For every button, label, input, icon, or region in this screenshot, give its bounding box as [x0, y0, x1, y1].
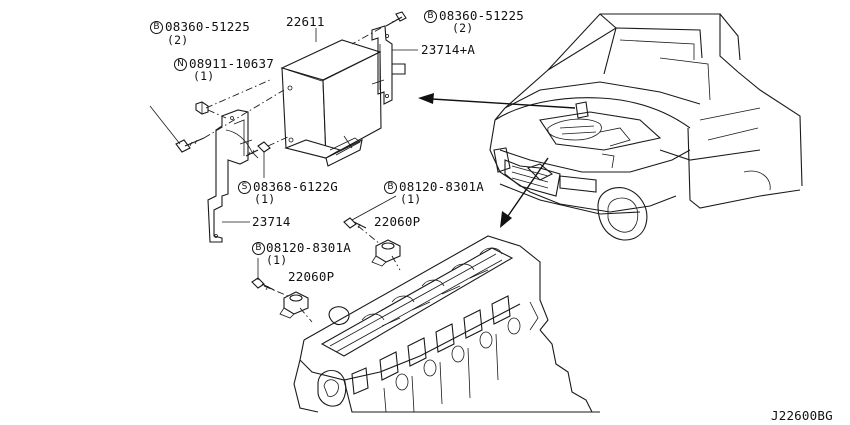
part-number-label: 08368-6122G — [253, 179, 338, 194]
nut-08911 — [195, 79, 271, 119]
part-quantity-label: (1) — [254, 192, 276, 206]
part-prefix-badge: B — [150, 21, 163, 34]
part-number-label: 23714 — [252, 214, 291, 229]
part-quantity-label: (2) — [452, 21, 474, 35]
cylinder-ports — [351, 295, 521, 395]
bolt-08360-left — [149, 89, 285, 153]
bolt-08360-top — [351, 11, 407, 45]
diagram-code: J22600BG — [771, 408, 833, 423]
part-prefix-badge: B — [384, 181, 397, 194]
knock-sensor-lower — [263, 285, 313, 323]
screw-08368 — [245, 135, 291, 178]
part-quantity-label: (1) — [400, 192, 422, 206]
part-number-label: 08120-8301A — [266, 240, 351, 255]
bracket-23714 — [207, 109, 259, 243]
part-prefix-badge: S — [238, 181, 251, 194]
part-prefix-badge: N — [174, 58, 187, 71]
ecu-module — [280, 39, 382, 167]
cam-cover-bumps — [361, 247, 503, 327]
part-number-label: 08120-8301A — [399, 179, 484, 194]
vehicle-illustration — [489, 13, 803, 241]
part-number-label: 23714+A — [421, 42, 476, 57]
part-prefix-badge: B — [424, 10, 437, 23]
arrow-to-ecu — [418, 93, 576, 109]
bolt-08120-lower — [251, 258, 275, 291]
part-number-label: 22060P — [374, 214, 421, 229]
bolt-08120-upper — [343, 195, 397, 229]
part-number-label: 22060P — [288, 269, 335, 284]
part-quantity-label: (1) — [266, 253, 288, 267]
part-number-label: 22611 — [286, 14, 325, 29]
engine-block — [293, 235, 600, 413]
part-number-label: 08360-51225 — [165, 19, 250, 34]
part-quantity-label: (1) — [193, 69, 215, 83]
arrow-to-engine — [500, 157, 549, 228]
knock-sensor-upper — [357, 225, 401, 271]
part-quantity-label: (2) — [167, 33, 189, 47]
part-number-label: 08360-51225 — [439, 8, 524, 23]
part-number-label: 08911-10637 — [189, 56, 274, 71]
part-prefix-badge: B — [252, 242, 265, 255]
bracket-23714a — [371, 25, 406, 105]
